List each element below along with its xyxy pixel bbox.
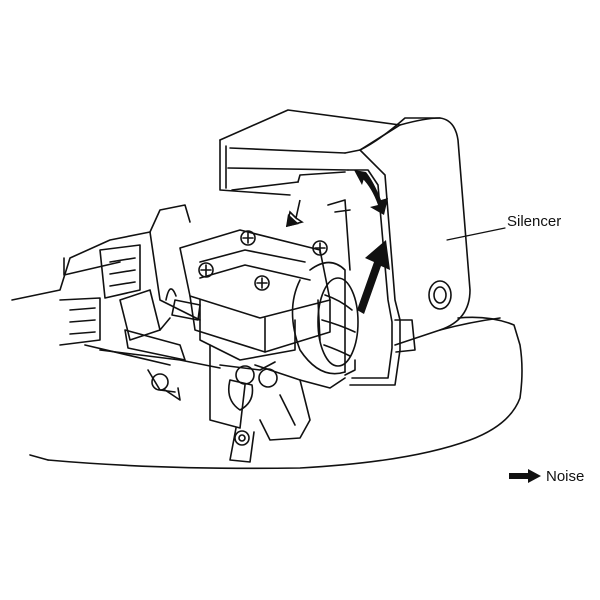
noise-arrows <box>285 170 390 314</box>
noise-arrow-icon <box>509 469 541 483</box>
noise-arrow-up <box>357 240 390 314</box>
legend-noise-label: Noise <box>546 467 585 485</box>
intake-tube <box>291 261 359 375</box>
engine-block <box>59 204 201 346</box>
silencer-housing <box>219 109 471 386</box>
carburetor <box>84 229 346 463</box>
silencer-label: Silencer <box>507 213 562 230</box>
legend: Noise <box>508 466 584 486</box>
carb-bolts <box>198 230 328 291</box>
silencer-leader-line <box>446 227 506 241</box>
noise-arrow-curve <box>362 172 388 215</box>
